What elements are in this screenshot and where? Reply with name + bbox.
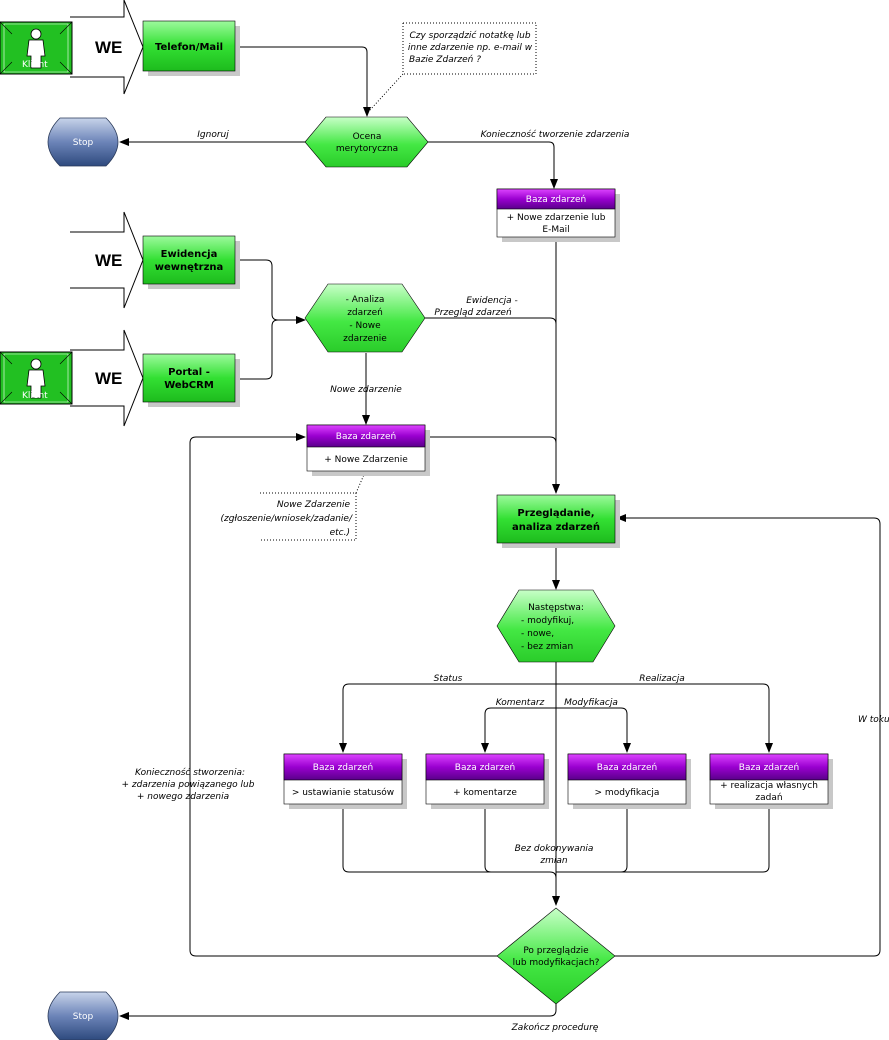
process-label: Telefon/Mail xyxy=(155,42,223,53)
edge-label-bez-dokonywania-1: Bez dokonywania xyxy=(515,844,594,854)
decision-ocena: Ocena merytoryczna xyxy=(304,116,429,168)
edge-label-koniecznosc-1: Konieczność stworzenia: xyxy=(135,767,245,778)
db-title: Baza zdarzeń xyxy=(336,432,396,442)
person-icon xyxy=(26,358,46,399)
db-title: Baza zdarzeń xyxy=(526,195,586,205)
we-label: WE xyxy=(95,251,122,270)
decision-label-3: - Nowe xyxy=(349,321,381,331)
decision-label-2: lub modyfikacjach? xyxy=(513,958,600,968)
edge-label-status: Status xyxy=(434,674,463,684)
decision-po-przegladzie: Po przeglądzie lub modyfikacjach? xyxy=(496,907,616,1005)
stop-label: Stop xyxy=(73,138,94,148)
process-ewidencja: Ewidencja wewnętrzna xyxy=(142,235,240,289)
stop-terminator-1: Stop xyxy=(47,117,119,167)
we-arrow-3: WE xyxy=(70,329,144,427)
db-ustawianie-statusow: Baza zdarzeń > ustawianie statusów xyxy=(283,753,407,809)
stop-label: Stop xyxy=(73,1012,94,1022)
note2-line2: (zgłoszenie/wniosek/zadanie/ xyxy=(220,514,353,524)
edge-label-w-toku: W toku xyxy=(858,715,889,725)
note2-line3: etc.) xyxy=(330,528,350,538)
decision-label-2: zdarzeń xyxy=(347,308,383,318)
decision-label-4: zdarzenie xyxy=(343,334,387,344)
db-realizacja: Baza zdarzeń + realizacja własnych zadań xyxy=(709,753,833,809)
db-line-1: + realizacja własnych xyxy=(720,781,818,791)
note-sporzadzic: Czy sporządzić notatkę lub inne zdarzeni… xyxy=(369,22,537,111)
db-line-1: + Nowe Zdarzenie xyxy=(324,455,408,465)
we-arrow-2: WE xyxy=(70,211,144,309)
connectors xyxy=(119,46,881,1020)
decision-analiza: - Analiza zdarzeń - Nowe zdarzenie xyxy=(304,283,426,353)
edge-label-koniecznosc-2: + zdarzenia powiązanego lub xyxy=(122,780,255,790)
db-komentarze: Baza zdarzeń + komentarze xyxy=(425,753,549,809)
note2-line1: Nowe Zdarzenie xyxy=(277,500,351,510)
klient-2: Klient xyxy=(0,351,73,405)
edge-label-realizacja: Realizacja xyxy=(639,674,685,684)
edge-label-koniecznosc-tworzenie: Konieczność tworzenie zdarzenia xyxy=(481,129,630,140)
process-label-2: WebCRM xyxy=(164,380,214,391)
we-arrow-1: WE xyxy=(70,0,144,95)
process-portal: Portal - WebCRM xyxy=(142,353,240,407)
db-title: Baza zdarzeń xyxy=(313,763,373,773)
edge-label-nowe-zdarzenie: Nowe zdarzenie xyxy=(330,385,402,395)
db-line-1: > modyfikacja xyxy=(595,788,660,798)
edge-label-zakoncz: Zakończ procedurę xyxy=(511,1023,599,1033)
db-modyfikacja: Baza zdarzeń > modyfikacja xyxy=(567,753,691,809)
process-telefon-mail: Telefon/Mail xyxy=(142,20,240,76)
klient-1: Klient xyxy=(0,21,73,75)
db-line-2: zadań xyxy=(755,793,782,803)
edge-labels: Ignoruj Konieczność tworzenie zdarzenia … xyxy=(122,129,889,1033)
db-line-1: + Nowe zdarzenie lub xyxy=(507,213,606,223)
klient-label: Klient xyxy=(22,60,48,70)
decision-label-1: - Analiza xyxy=(346,295,385,305)
db-title: Baza zdarzeń xyxy=(455,763,515,773)
db-nowe-zdarzenie: Baza zdarzeń + Nowe Zdarzenie xyxy=(306,424,430,476)
edge-label-ewidencja-1: Ewidencja - xyxy=(466,296,518,306)
note-nowe-zdarzenie: Nowe Zdarzenie (zgłoszenie/wniosek/zadan… xyxy=(220,469,367,541)
note1-line2: inne zdarzenie np. e-mail w xyxy=(408,43,533,53)
decision-label-4: - bez zmian xyxy=(521,642,573,652)
process-label-2: analiza zdarzeń xyxy=(512,521,600,533)
process-label-1: Ewidencja xyxy=(161,249,218,260)
db-line-2: E-Mail xyxy=(542,225,569,235)
klient-label: Klient xyxy=(22,391,48,401)
process-label-1: Przeglądanie, xyxy=(517,508,594,519)
decision-label-3: - nowe, xyxy=(521,629,554,639)
note1-line1: Czy sporządzić notatkę lub xyxy=(409,30,530,41)
db-nowe-zdarzenie-email: Baza zdarzeń + Nowe zdarzenie lub E-Mail xyxy=(496,188,620,242)
edge-label-koniecznosc-3: + nowego zdarzenia xyxy=(137,792,229,802)
edge-label-komentarz: Komentarz xyxy=(496,698,545,708)
db-line-1: + komentarze xyxy=(453,788,517,798)
decision-label-1: Następstwa: xyxy=(528,603,584,613)
edge-label-modyfikacja: Modyfikacja xyxy=(564,698,618,708)
process-przegladanie: Przeglądanie, analiza zdarzeń xyxy=(496,494,620,548)
we-label: WE xyxy=(95,369,122,388)
edge-label-ignoruj: Ignoruj xyxy=(197,130,229,140)
person-icon xyxy=(26,28,46,69)
decision-nastepstwa: Następstwa: - modyfikuj, - nowe, - bez z… xyxy=(496,589,616,663)
process-label-1: Portal - xyxy=(168,367,210,378)
db-line-1: > ustawianie statusów xyxy=(292,787,394,798)
process-label-2: wewnętrzna xyxy=(155,262,224,273)
db-title: Baza zdarzeń xyxy=(597,763,657,773)
note1-line3: Bazie Zdarzeń ? xyxy=(409,55,481,65)
stop-terminator-2: Stop xyxy=(47,991,119,1040)
decision-label-1: Po przeglądzie xyxy=(523,946,589,956)
decision-label-2: merytoryczna xyxy=(336,144,398,154)
decision-label-2: - modyfikuj, xyxy=(521,616,574,626)
we-label: WE xyxy=(95,38,122,57)
db-title: Baza zdarzeń xyxy=(739,763,799,773)
edge-label-bez-dokonywania-2: zmian xyxy=(539,856,568,866)
edge-label-ewidencja-2: Przegląd zdarzeń xyxy=(434,308,512,318)
decision-label-1: Ocena xyxy=(353,132,382,142)
